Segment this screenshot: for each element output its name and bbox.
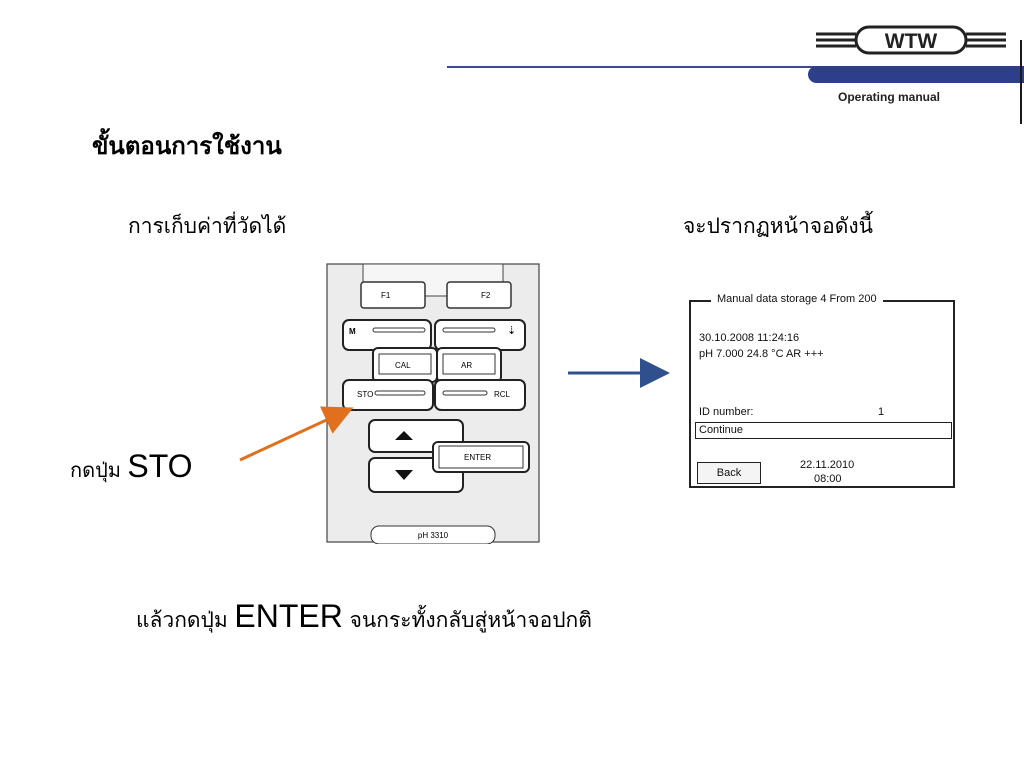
- press-enter-instruction: แล้วกดปุ่ม ENTER จนกระทั้งกลับสู่หน้าจอป…: [136, 598, 592, 637]
- cal-key-label: CAL: [395, 361, 411, 370]
- screen-reading: pH 7.000 24.8 °C AR +++: [699, 348, 824, 360]
- press-enter-key: ENTER: [234, 598, 343, 634]
- print-key-icon: ⇣: [507, 325, 516, 337]
- m-key-label: M: [349, 327, 356, 336]
- press-sto-instruction: กดปุ่ม STO: [70, 448, 193, 486]
- back-button[interactable]: Back: [697, 462, 761, 484]
- f1-key-label: F1: [381, 291, 391, 300]
- keypad-device: F1 F2 M ⇣ CAL AR STO RCL ENTER pH 3310: [326, 263, 540, 544]
- left-caption: การเก็บค่าที่วัดได้: [128, 214, 287, 238]
- enter-key-label: ENTER: [464, 453, 491, 462]
- rcl-key-label: RCL: [494, 390, 511, 399]
- device-model-label: pH 3310: [418, 531, 449, 540]
- press-sto-prefix: กดปุ่ม: [70, 458, 121, 482]
- operating-manual-label: Operating manual: [838, 90, 941, 104]
- logo-text: WTW: [885, 30, 938, 53]
- press-enter-prefix: แล้วกดปุ่ม: [136, 608, 228, 632]
- meter-screen: Manual data storage 4 From 200 30.10.200…: [689, 293, 955, 488]
- f1-key: [360, 281, 426, 309]
- page-title: ขั้นตอนการใช้งาน: [92, 131, 282, 160]
- screen-id-label: ID number:: [699, 406, 754, 418]
- press-sto-key: STO: [127, 448, 193, 484]
- ar-key-label: AR: [461, 361, 472, 370]
- screen-datetime: 30.10.2008 11:24:16: [699, 332, 800, 344]
- screen-footer-date: 22.11.2010: [800, 459, 855, 471]
- header-vertical-rule: [1020, 40, 1022, 124]
- f2-key: [446, 281, 512, 309]
- continue-label: Continue: [699, 424, 744, 436]
- screen-title: Manual data storage 4 From 200: [711, 293, 883, 305]
- right-caption: จะปรากฏหน้าจอดังนี้: [683, 214, 873, 238]
- m-key: [342, 319, 432, 351]
- press-enter-suffix: จนกระทั้งกลับสู่หน้าจอปกติ: [349, 608, 592, 632]
- screen-footer-time: 08:00: [814, 473, 842, 485]
- f2-key-label: F2: [481, 291, 491, 300]
- up-arrow-icon: [395, 431, 413, 440]
- wtw-logo: WTW: [816, 25, 1006, 55]
- continue-option[interactable]: Continue: [695, 422, 952, 439]
- header-bar: [808, 66, 1024, 83]
- down-arrow-icon: [395, 470, 413, 480]
- sto-key-label: STO: [357, 390, 373, 399]
- header-rule: [447, 66, 837, 68]
- screen-id-value: 1: [878, 406, 885, 418]
